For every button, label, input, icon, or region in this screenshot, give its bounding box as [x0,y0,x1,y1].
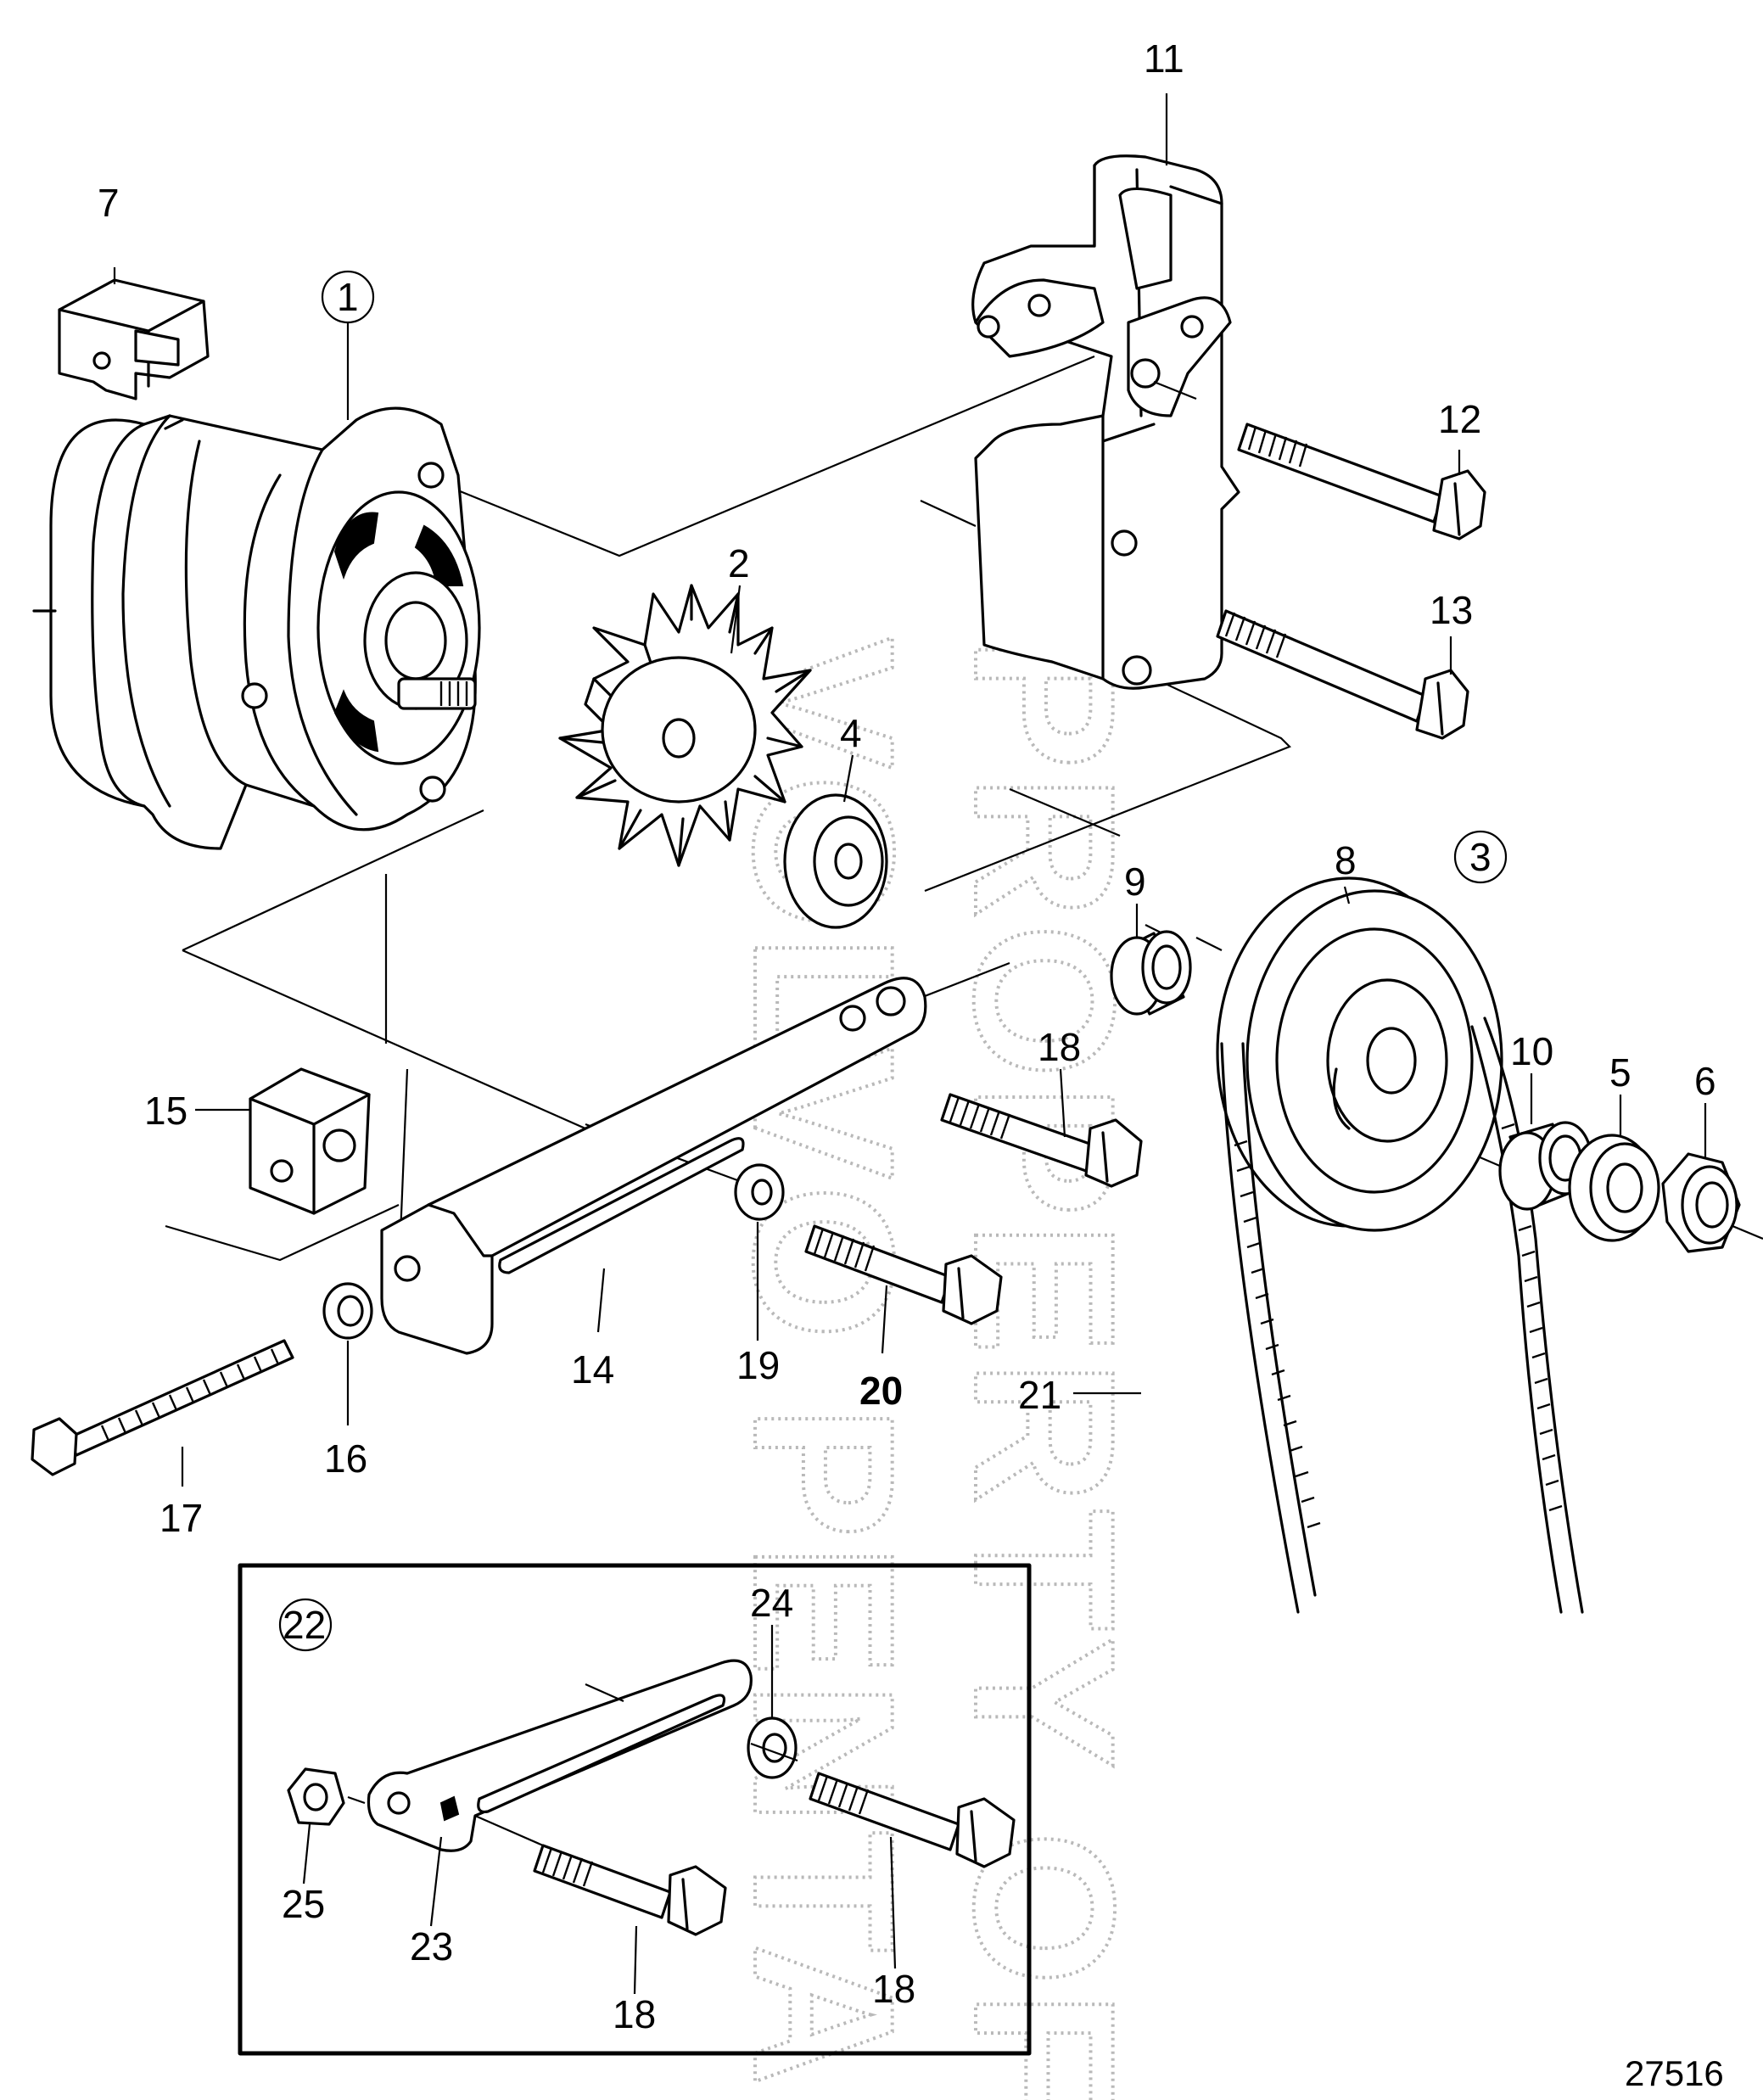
callout-21: 21 [1018,1373,1061,1417]
callout-7: 7 [98,181,120,225]
nut-part-25 [287,1767,345,1826]
callout-9: 9 [1124,860,1146,904]
callout-22: 22 [283,1603,326,1647]
callout-20: 20 [859,1369,903,1413]
adjusting-link-part-14 [380,977,927,1355]
callout-23: 23 [410,1924,453,1968]
bolt-part-20 [804,1224,1003,1325]
link-part-23 [367,1659,753,1852]
callout-circle-22 [278,1598,333,1652]
callout-circle-3 [1453,830,1508,884]
callout-circle-1 [321,270,375,324]
callout-12: 12 [1438,397,1481,441]
callout-1: 1 [337,275,359,319]
watermark-line-1: PROPERTY OF [933,636,1156,2100]
callout-19: 19 [736,1343,780,1387]
callout-15: 15 [144,1089,187,1133]
washer-part-5 [1568,1134,1660,1242]
callout-18-inset-lower: 18 [613,1992,656,2036]
nut-part-6 [1661,1152,1741,1253]
callout-13: 13 [1430,588,1473,632]
callout-25: 25 [282,1882,325,1926]
fan-part-2 [558,584,812,867]
spacer-part-9 [1110,930,1192,1016]
callout-4: 4 [840,711,862,755]
callout-18-inset-right: 18 [872,1967,915,2011]
callout-8: 8 [1335,838,1357,882]
callout-11: 11 [1144,36,1184,81]
callout-2: 2 [728,541,750,585]
callout-5: 5 [1609,1050,1631,1095]
bolt-part-18-inset-right [809,1772,1016,1868]
callout-10: 10 [1510,1029,1553,1073]
washer-part-4 [783,793,888,929]
callout-18: 18 [1038,1025,1081,1069]
washer-part-16 [322,1282,373,1340]
bolt-part-18 [940,1093,1143,1188]
inset-alternative-kit [238,1563,1032,2056]
figure-number: 27516 [1625,2053,1724,2093]
block-part-15 [249,1067,371,1215]
leader-lines [113,93,1707,1995]
bolt-part-18-inset-lower [533,1844,727,1936]
voltage-regulator-part-7 [58,278,210,400]
callout-24: 24 [750,1581,793,1625]
callout-6: 6 [1694,1059,1716,1103]
bolt-part-17 [31,1339,294,1476]
callout-16: 16 [324,1436,367,1481]
callout-14: 14 [571,1347,614,1392]
pulley-part-8 [1216,876,1503,1232]
callout-17: 17 [160,1496,203,1540]
bracket-part-11 [971,154,1240,690]
washer-part-19 [734,1163,785,1221]
bolt-part-12 [1237,423,1486,540]
callout-3: 3 [1469,835,1492,879]
alternator-part-1 [32,406,481,850]
